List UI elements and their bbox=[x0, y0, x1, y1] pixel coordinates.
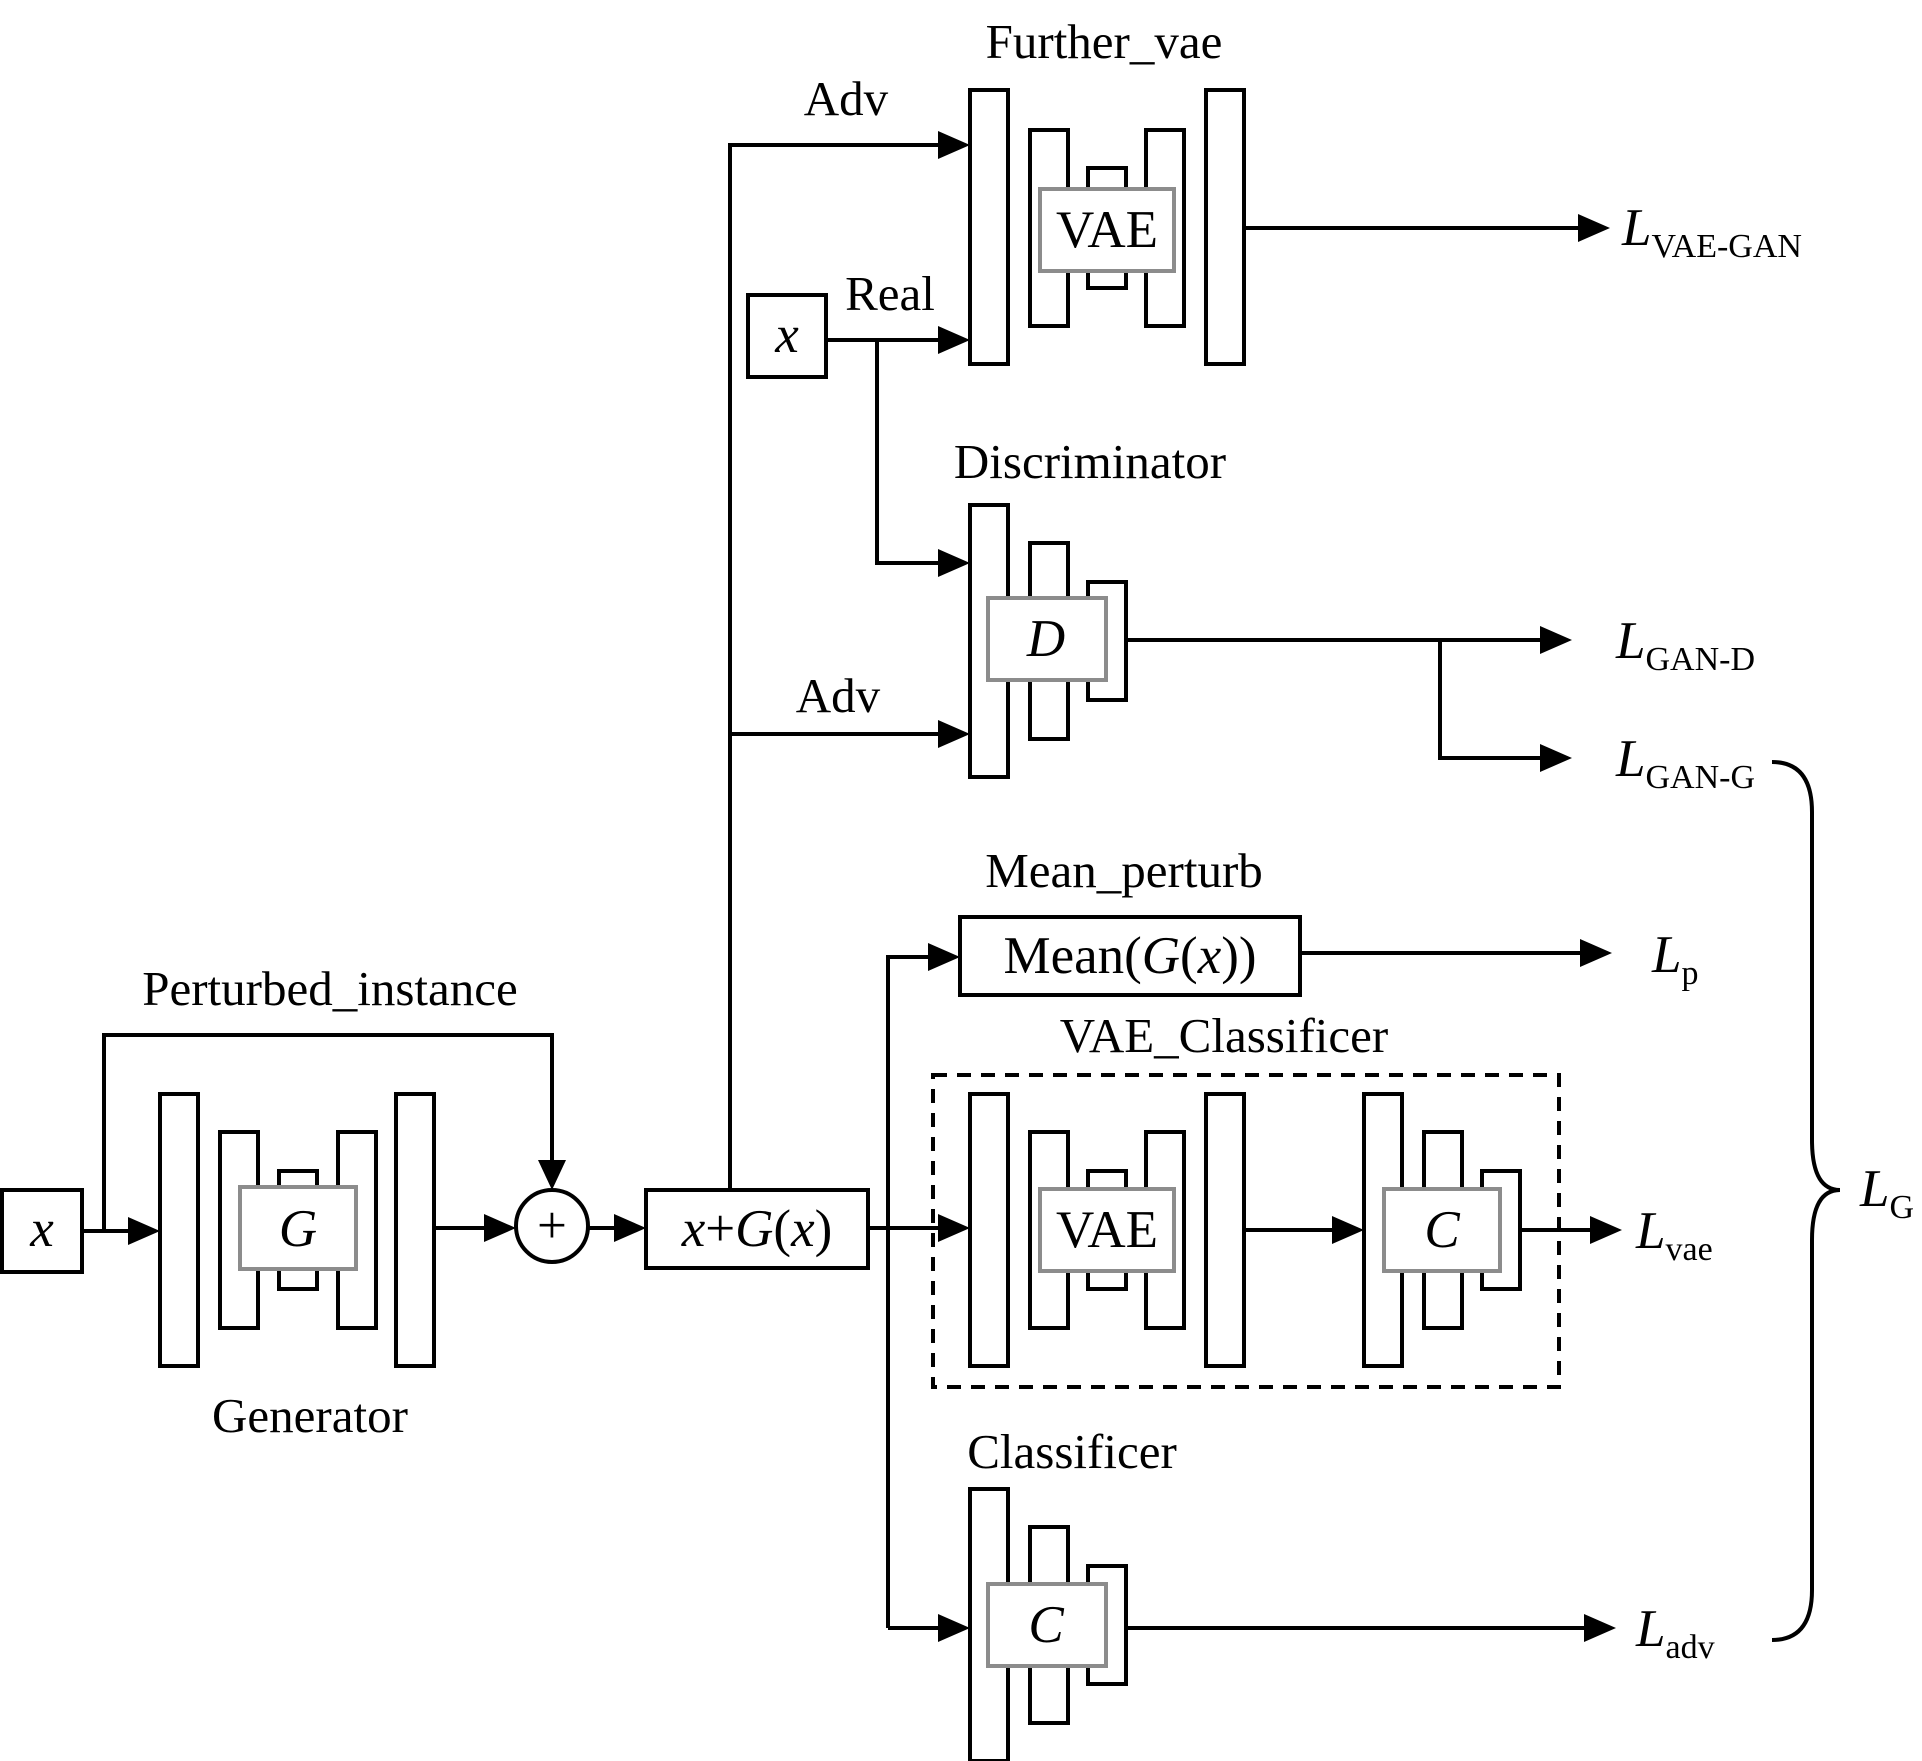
generator-title: Generator bbox=[212, 1388, 408, 1443]
adv-trunk: Adv Adv bbox=[728, 71, 970, 1190]
svg-text:LVAE-GAN: LVAE-GAN bbox=[1621, 199, 1802, 265]
arrow-to-loss-gan bbox=[1126, 626, 1572, 772]
classifier-core-label: C bbox=[1028, 1596, 1064, 1654]
adv-label-mid: Adv bbox=[796, 668, 881, 723]
perturbed-instance-path: Perturbed_instance bbox=[102, 961, 566, 1230]
real-label: Real bbox=[845, 266, 935, 321]
discriminator-block: Discriminator D bbox=[954, 434, 1226, 779]
generator-block: G Generator bbox=[158, 1092, 436, 1443]
vae-classifier-vae-label: VAE bbox=[1056, 1201, 1158, 1259]
loss-g-total: LG bbox=[1859, 1160, 1914, 1226]
further-vae-block: Further_vae VAE bbox=[968, 14, 1246, 366]
generator-core-label: G bbox=[279, 1200, 317, 1258]
svg-text:Lvae: Lvae bbox=[1635, 1202, 1713, 1268]
svg-text:LGAN-D: LGAN-D bbox=[1615, 612, 1755, 678]
svg-text:LG: LG bbox=[1859, 1160, 1914, 1226]
svg-text:Lp: Lp bbox=[1651, 926, 1698, 992]
perturbed-instance-label: Perturbed_instance bbox=[142, 961, 518, 1016]
arrow-x-to-generator bbox=[82, 1217, 160, 1245]
vae-classifier-title: VAE_Classificer bbox=[1060, 1008, 1388, 1063]
loss-adv: Ladv bbox=[1635, 1600, 1715, 1666]
svg-text:Ladv: Ladv bbox=[1635, 1600, 1715, 1666]
real-x-node: x Real bbox=[746, 266, 970, 577]
arrow-generator-to-plus bbox=[434, 1214, 516, 1242]
classifier-title: Classificer bbox=[967, 1424, 1177, 1479]
adv-label-top: Adv bbox=[804, 71, 889, 126]
input-x-node: x bbox=[0, 1188, 84, 1274]
further-vae-title: Further_vae bbox=[986, 14, 1223, 69]
loss-p: Lp bbox=[1651, 926, 1698, 992]
plus-sign: + bbox=[537, 1197, 567, 1255]
loss-vae-gan: LVAE-GAN bbox=[1621, 199, 1802, 265]
further-vae-core-label: VAE bbox=[1056, 201, 1158, 259]
loss-gan-g: LGAN-G bbox=[1615, 730, 1755, 796]
mean-perturb-label: Mean(G(x)) bbox=[1003, 927, 1256, 985]
total-generator-loss-brace bbox=[1771, 760, 1841, 1642]
perturbed-sum-box: x+G(x) bbox=[644, 1188, 870, 1270]
discriminator-title: Discriminator bbox=[954, 434, 1226, 489]
arrow-plus-to-sum-box bbox=[588, 1214, 646, 1242]
lower-trunk bbox=[868, 943, 970, 1642]
mean-perturb-title: Mean_perturb bbox=[985, 843, 1263, 898]
mean-perturb-block: Mean_perturb Mean(G(x)) bbox=[958, 843, 1612, 997]
input-x-label: x bbox=[29, 1200, 54, 1258]
discriminator-core-label: D bbox=[1026, 610, 1065, 668]
vae-classifier-block: VAE_Classificer VAE C bbox=[931, 1008, 1622, 1389]
svg-text:LGAN-G: LGAN-G bbox=[1615, 730, 1755, 796]
classifier-block: Classificer C bbox=[967, 1424, 1616, 1761]
sum-node: + bbox=[514, 1188, 590, 1264]
perturbed-sum-label: x+G(x) bbox=[681, 1200, 833, 1258]
real-x-label: x bbox=[774, 306, 799, 364]
arrow-to-loss-vae-gan bbox=[1244, 214, 1610, 242]
loss-gan-d: LGAN-D bbox=[1615, 612, 1755, 678]
vae-classifier-c-label: C bbox=[1424, 1201, 1460, 1259]
loss-vae: Lvae bbox=[1635, 1202, 1713, 1268]
